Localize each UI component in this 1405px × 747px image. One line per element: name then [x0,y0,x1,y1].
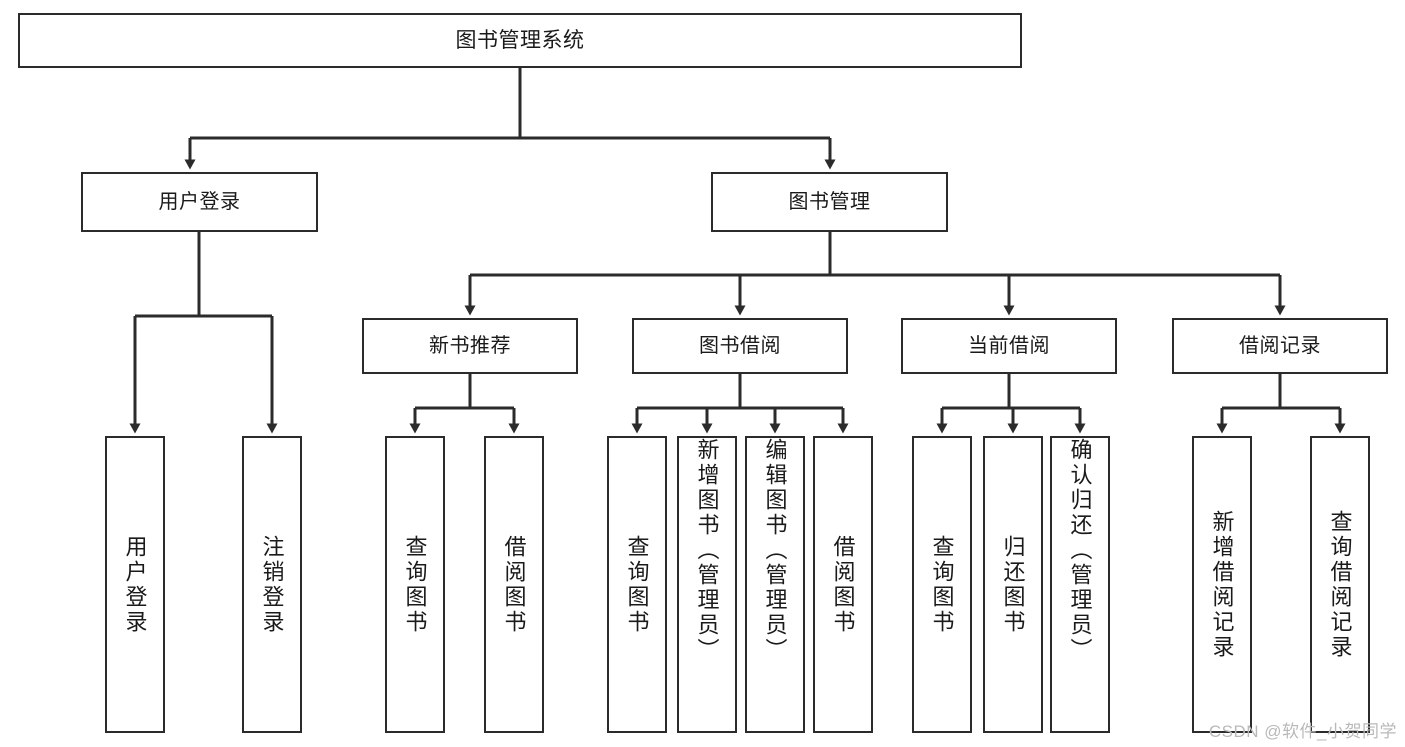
leaf-book-borrow-add-book[interactable]: 新增图书（管理员） [677,436,737,733]
leaf-user-login-login[interactable]: 用户登录 [105,436,165,733]
node-label: 当前借阅 [968,334,1050,357]
node-user-login[interactable]: 用户登录 [81,172,318,232]
node-label: 查询借阅记录 [1327,509,1353,660]
leaf-current-borrow-query-book[interactable]: 查询图书 [912,436,972,733]
node-label: 借阅图书 [830,534,856,635]
node-label: 用户登录 [158,190,241,213]
leaf-current-borrow-confirm-return[interactable]: 确认归还（管理员） [1050,436,1110,733]
leaf-borrow-record-add-record[interactable]: 新增借阅记录 [1192,436,1252,733]
node-label: 查询图书 [929,534,955,635]
watermark: CSDN @软件_小贺同学 [1208,722,1397,741]
node-label: 借阅图书 [501,534,527,635]
leaf-book-borrow-borrow-book[interactable]: 借阅图书 [813,436,873,733]
leaf-new-book-query-book[interactable]: 查询图书 [385,436,445,733]
node-label: 确认归还（管理员） [1067,438,1093,663]
node-book-management-system[interactable]: 图书管理系统 [18,13,1022,68]
node-label: 用户登录 [122,534,148,635]
node-label: 图书管理 [788,190,871,213]
node-book-management[interactable]: 图书管理 [711,172,948,232]
node-new-book-recommend[interactable]: 新书推荐 [362,318,578,374]
leaf-borrow-record-query-record[interactable]: 查询借阅记录 [1310,436,1370,733]
node-label: 归还图书 [1000,534,1026,635]
leaf-new-book-borrow-book[interactable]: 借阅图书 [484,436,544,733]
node-label: 查询图书 [402,534,428,635]
leaf-current-borrow-return-book[interactable]: 归还图书 [983,436,1043,733]
node-label: 新增图书（管理员） [694,438,720,663]
node-label: 借阅记录 [1239,334,1321,357]
node-label: 查询图书 [624,534,650,635]
node-label: 注销登录 [259,534,285,635]
node-label: 编辑图书（管理员） [762,438,788,663]
node-label: 新书推荐 [429,334,511,357]
node-label: 新增借阅记录 [1209,509,1235,660]
node-borrow-record[interactable]: 借阅记录 [1172,318,1388,374]
node-current-borrow[interactable]: 当前借阅 [901,318,1117,374]
node-book-borrow[interactable]: 图书借阅 [632,318,848,374]
leaf-user-login-logout[interactable]: 注销登录 [242,436,302,733]
leaf-book-borrow-query-book[interactable]: 查询图书 [607,436,667,733]
node-label: 图书管理系统 [455,28,585,52]
node-label: 图书借阅 [699,334,781,357]
leaf-book-borrow-edit-book[interactable]: 编辑图书（管理员） [745,436,805,733]
